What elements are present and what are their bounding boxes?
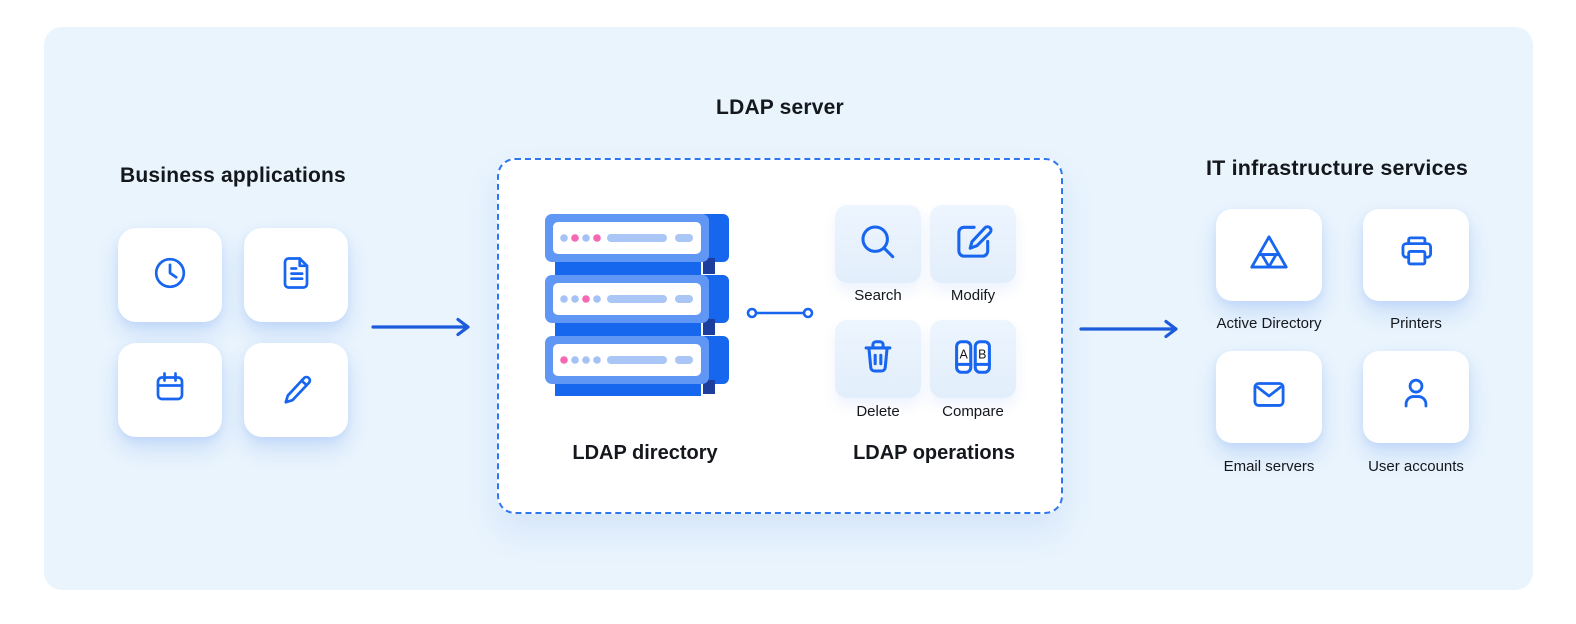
ldap-directory-label: LDAP directory: [572, 442, 718, 464]
service-card-printers: [1363, 209, 1469, 301]
ldap-operations-label: LDAP operations: [853, 442, 1015, 464]
calendar-icon: [147, 365, 193, 416]
arrow-right-icon: [1078, 316, 1182, 347]
service-card-email-servers: [1216, 351, 1322, 443]
business-applications-grid: [118, 228, 348, 437]
operation-tile-compare: A B: [930, 320, 1016, 398]
printer-icon: [1392, 229, 1440, 282]
operation-tile-modify: [930, 205, 1016, 283]
operation-tile-search: [835, 205, 921, 283]
operation-label-modify: Modify: [950, 287, 996, 304]
business-app-card: [118, 228, 222, 322]
connector-line: [744, 304, 818, 327]
service-card-user-accounts: [1363, 351, 1469, 443]
operation-label-compare: Compare: [942, 403, 1004, 420]
business-app-card: [244, 343, 348, 437]
compare-icon: A B: [947, 331, 999, 388]
operation-label-delete: Delete: [856, 403, 900, 420]
search-icon: [852, 216, 904, 273]
it-infrastructure-title: IT infrastructure services: [1205, 156, 1469, 180]
compare-letter-a: A: [959, 347, 968, 361]
service-label-email-servers: Email servers: [1223, 458, 1315, 475]
modify-icon: [947, 216, 999, 273]
compare-letter-b: B: [978, 347, 986, 361]
clock-icon: [147, 250, 193, 301]
pencil-icon: [273, 365, 319, 416]
active-directory-icon: [1245, 229, 1293, 282]
envelope-icon: [1245, 371, 1293, 424]
service-label-active-directory: Active Directory: [1216, 315, 1322, 332]
trash-icon: [852, 331, 904, 388]
service-label-printers: Printers: [1390, 315, 1442, 332]
service-label-user-accounts: User accounts: [1368, 458, 1464, 475]
user-icon: [1392, 371, 1440, 424]
arrow-right-icon: [370, 314, 474, 345]
document-icon: [273, 250, 319, 301]
operation-label-search: Search: [854, 287, 902, 304]
business-applications-title: Business applications: [120, 164, 346, 187]
server-stack-illustration: [545, 214, 731, 401]
ldap-server-title: LDAP server: [716, 96, 844, 119]
business-app-card: [118, 343, 222, 437]
service-card-active-directory: [1216, 209, 1322, 301]
operation-tile-delete: [835, 320, 921, 398]
business-app-card: [244, 228, 348, 322]
